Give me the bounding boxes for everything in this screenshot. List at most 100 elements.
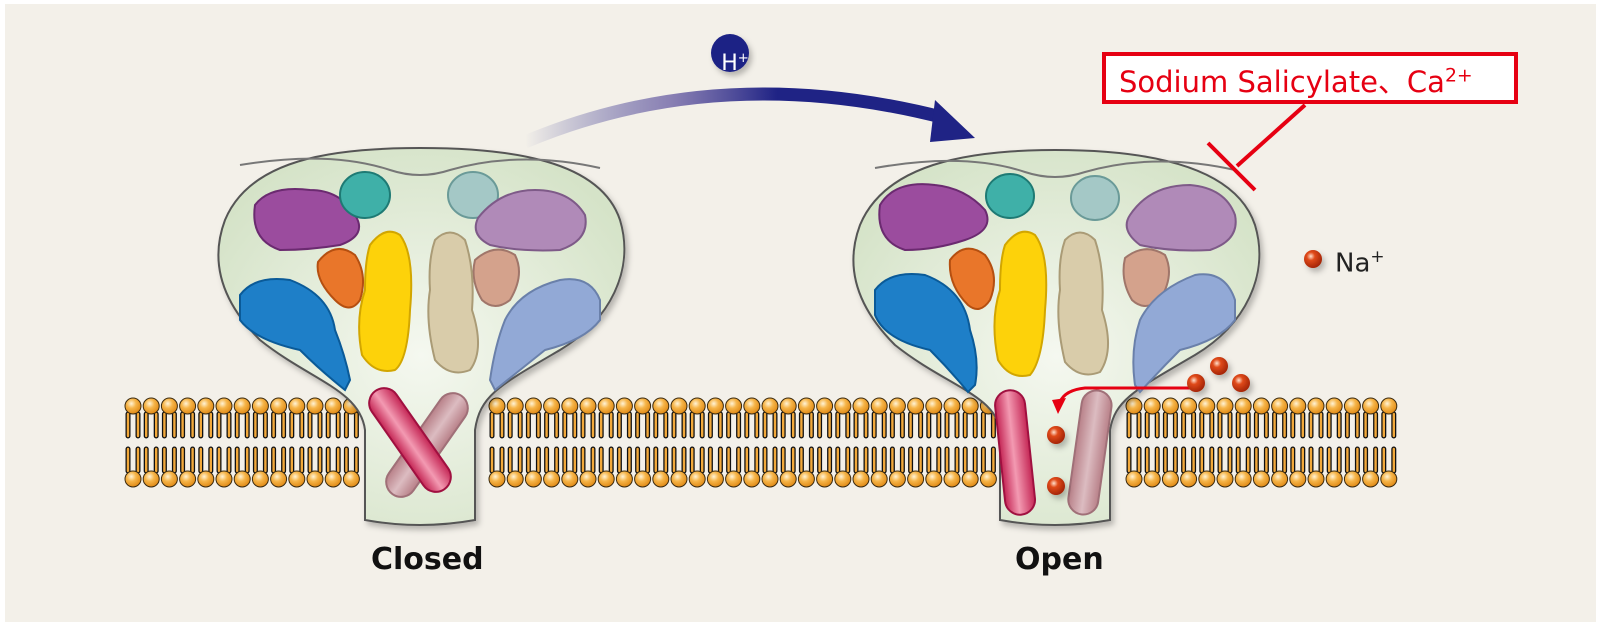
lipid-top	[1199, 398, 1215, 436]
lipid-bottom	[1162, 449, 1178, 487]
lipid-top	[1381, 398, 1397, 436]
lipid-bottom	[889, 449, 905, 487]
lipid-bottom	[1199, 449, 1215, 487]
open-helix-back	[1067, 389, 1113, 516]
lipid-top	[707, 398, 723, 436]
lipid-bottom	[307, 449, 323, 487]
activation-arrow	[522, 87, 947, 148]
lipid-top	[234, 398, 250, 436]
inhibitor-box	[1102, 52, 1518, 104]
lipid-bottom	[798, 449, 814, 487]
open-helix-front	[994, 389, 1037, 516]
inhibitor-connector	[1235, 103, 1307, 168]
lipid-top	[580, 398, 596, 436]
lipid-top	[653, 398, 669, 436]
lipid-bottom	[252, 449, 268, 487]
open-domains	[874, 173, 1237, 394]
lipid-top	[325, 398, 341, 436]
sodium-ion	[1210, 357, 1228, 375]
lipid-top	[525, 398, 541, 436]
lipid-bottom	[1363, 449, 1379, 487]
lipid-top	[1181, 398, 1197, 436]
lipid-bottom	[1181, 449, 1197, 487]
lipid-bottom	[744, 449, 760, 487]
inhibition-bar-icon	[1206, 141, 1257, 192]
sodium-influx-arrowhead	[1052, 398, 1066, 414]
lipid-top	[1235, 398, 1251, 436]
lipid-bilayer	[125, 398, 1397, 487]
lipid-bottom	[1381, 449, 1397, 487]
lipid-top	[507, 398, 523, 436]
lipid-top	[889, 398, 905, 436]
lipid-bottom	[1290, 449, 1306, 487]
lipid-top	[726, 398, 742, 436]
lipid-bottom	[835, 449, 851, 487]
lipid-bottom	[908, 449, 924, 487]
domain-beige-right	[427, 231, 480, 374]
domain-yellow-left	[358, 230, 413, 372]
lipid-bottom	[707, 449, 723, 487]
domain-purple-right	[1125, 183, 1237, 252]
lipid-top	[544, 398, 560, 436]
lipid-bottom	[1235, 449, 1251, 487]
domain-purple-left	[253, 188, 360, 252]
lipid-top	[216, 398, 232, 436]
lipid-top	[1272, 398, 1288, 436]
lipid-top	[853, 398, 869, 436]
lipid-top	[671, 398, 687, 436]
lipid-top	[1308, 398, 1324, 436]
lipid-top	[307, 398, 323, 436]
lipid-bottom	[1272, 449, 1288, 487]
sodium-ion	[1047, 426, 1065, 444]
lipid-top	[817, 398, 833, 436]
lipid-bottom	[125, 449, 141, 487]
lipid-top	[125, 398, 141, 436]
lipid-bottom	[343, 449, 359, 487]
sodium-ion	[1232, 374, 1250, 392]
lipid-bottom	[216, 449, 232, 487]
lipid-top	[926, 398, 942, 436]
lipid-top	[835, 398, 851, 436]
lipid-bottom	[544, 449, 560, 487]
domain-purple-right	[474, 188, 587, 252]
lipid-top	[1290, 398, 1306, 436]
lipid-top	[744, 398, 760, 436]
lipid-top	[489, 398, 505, 436]
lipid-bottom	[616, 449, 632, 487]
lipid-top	[798, 398, 814, 436]
lipid-bottom	[726, 449, 742, 487]
sodium-legend-label: Na+	[1335, 246, 1385, 279]
domain-beige-right	[1057, 231, 1110, 376]
lipid-bottom	[871, 449, 887, 487]
lipid-bottom	[653, 449, 669, 487]
lipid-bottom	[780, 449, 796, 487]
lipid-bottom	[1144, 449, 1160, 487]
lipid-top	[562, 398, 578, 436]
domain-blue-left	[874, 273, 978, 394]
lipid-bottom	[926, 449, 942, 487]
lipid-bottom	[234, 449, 250, 487]
domain-orange-left	[316, 247, 365, 309]
activation-arrowhead	[930, 100, 975, 142]
lipid-top	[1217, 398, 1233, 436]
domain-teal-left	[985, 173, 1035, 219]
domain-teal-right	[1070, 175, 1120, 221]
lipid-top	[1253, 398, 1269, 436]
lipid-bottom	[489, 449, 505, 487]
sodium-ion	[1047, 477, 1065, 495]
lipid-top	[180, 398, 196, 436]
lipid-bottom	[962, 449, 978, 487]
domain-orange-left	[948, 247, 995, 310]
closed-helix-front	[368, 387, 452, 493]
lipid-bottom	[944, 449, 960, 487]
lipid-bottom	[562, 449, 578, 487]
lipid-top	[689, 398, 705, 436]
domain-lightblue-right	[1132, 273, 1236, 394]
lipid-top	[161, 398, 177, 436]
lipid-bottom	[1217, 449, 1233, 487]
lipid-top	[271, 398, 287, 436]
lipid-bottom	[198, 449, 214, 487]
lipid-top	[1363, 398, 1379, 436]
lipid-bottom	[580, 449, 596, 487]
inhibitor-label: Sodium Salicylate、Ca2+	[1119, 65, 1473, 99]
